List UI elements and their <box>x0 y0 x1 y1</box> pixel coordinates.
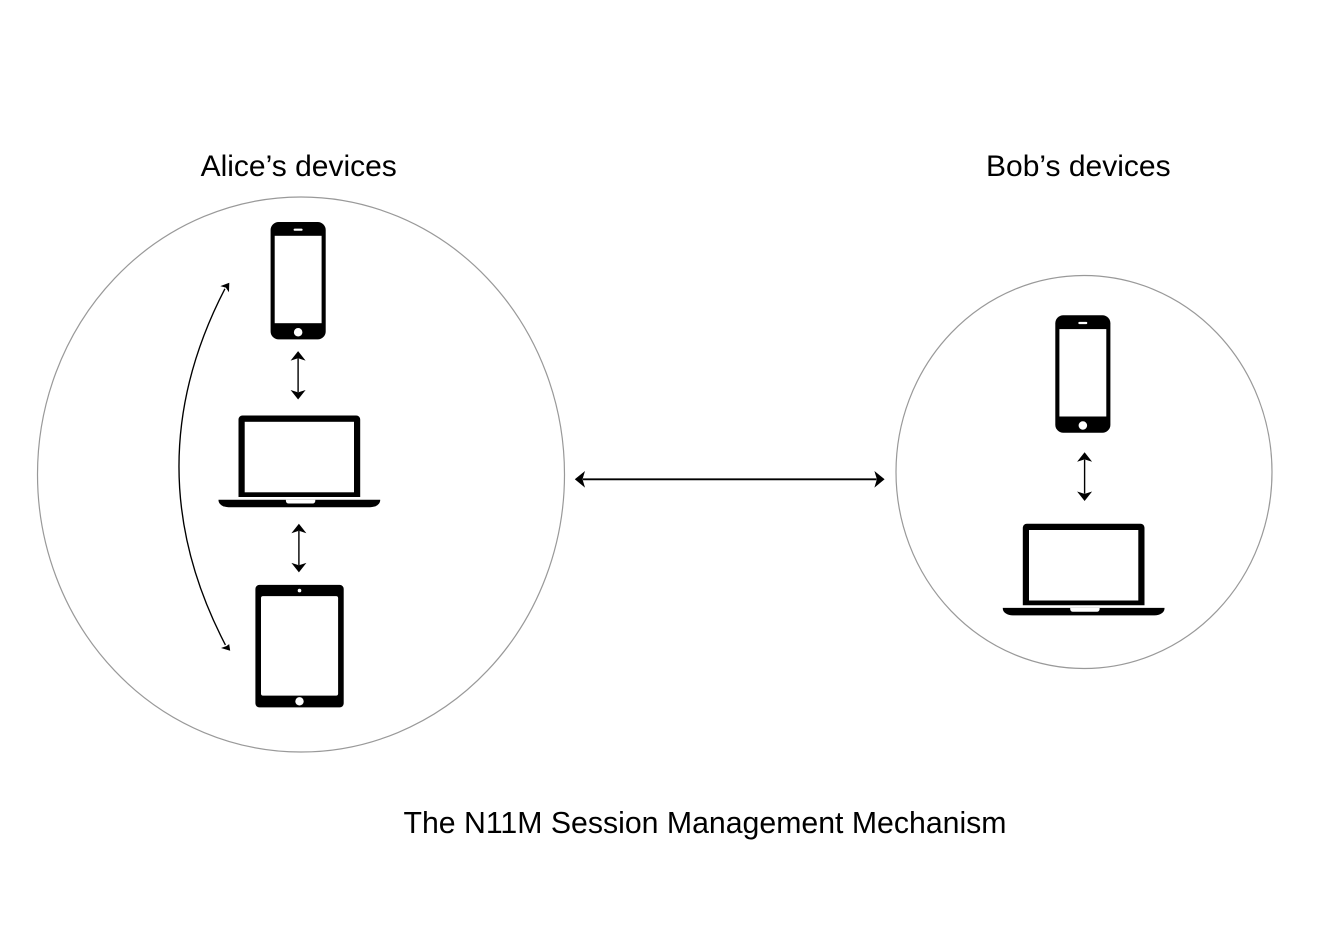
svg-text:Bob’s devices: Bob’s devices <box>986 150 1171 183</box>
svg-text:Alice’s devices: Alice’s devices <box>201 150 397 183</box>
svg-text:The N11M Session Management Me: The N11M Session Management Mechanism <box>403 807 1006 840</box>
